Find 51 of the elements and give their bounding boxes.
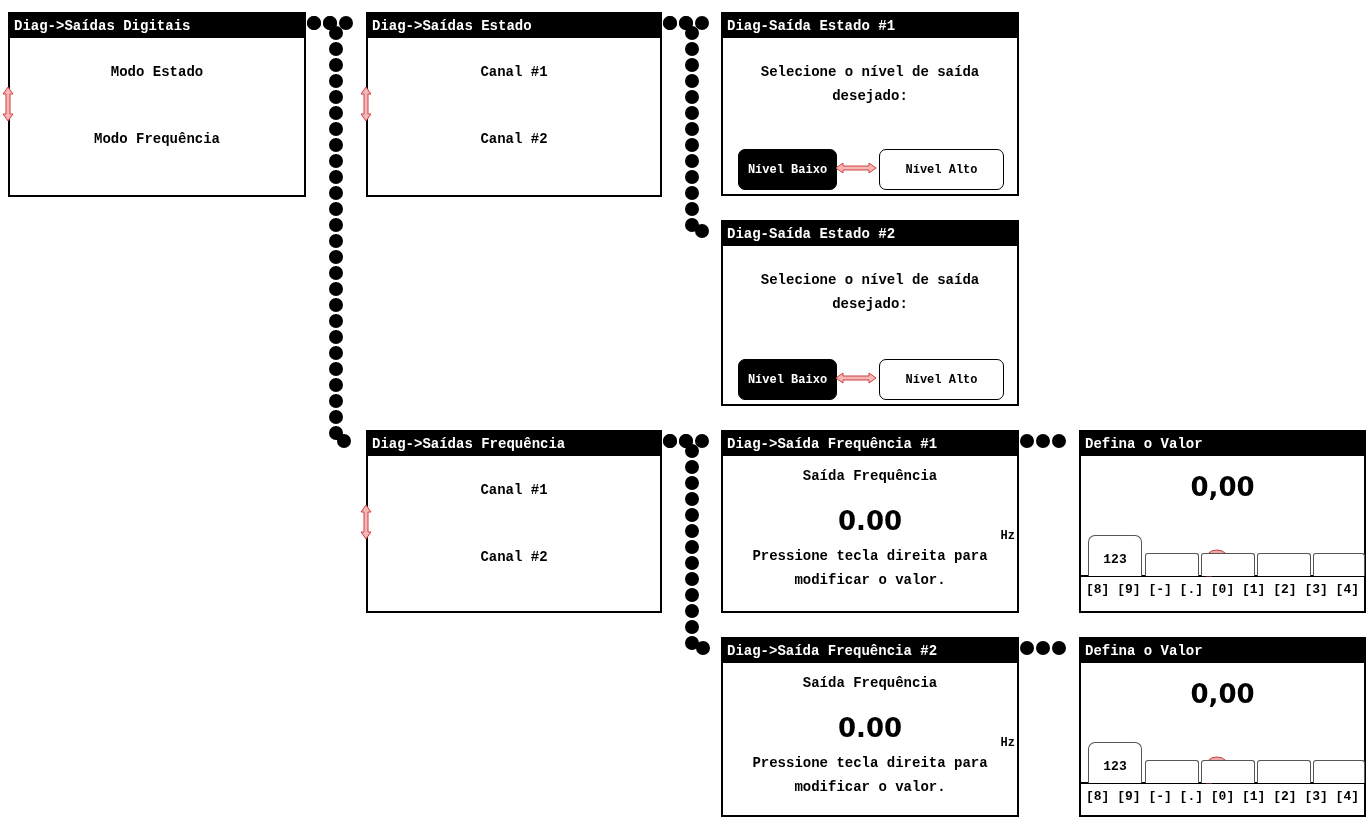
screen-title: Defina o Valor (1081, 639, 1364, 663)
prompt-text: Selecione o nível de saída desejado: (759, 271, 981, 314)
screen-panel (721, 637, 1019, 817)
keypad-tab (1201, 760, 1255, 783)
value-readout: 0,00 (1189, 679, 1256, 709)
screen-title: Diag->Saídas Estado (368, 14, 660, 38)
screen-title: Diag->Saída Frequência #2 (723, 639, 1017, 663)
screen-panel (1079, 430, 1366, 613)
keypad-tab (1313, 553, 1365, 576)
menu-option: Modo Estado (10, 60, 304, 84)
value-readout: 0,00 (1189, 472, 1256, 502)
unit-label: Hz (1000, 528, 1015, 545)
menu-option: Canal #2 (368, 127, 660, 151)
screen-panel (1079, 637, 1366, 817)
selected-option-button: Nível Baixo (738, 149, 837, 190)
screen-title: Diag->Saídas Digitais (10, 14, 304, 38)
keypad-tab: 123 (1088, 535, 1142, 576)
keypad-tab (1313, 760, 1365, 783)
keypad-tab (1201, 553, 1255, 576)
instruction-text: Pressione tecla direita para modificar o valor. (751, 547, 989, 590)
option-button: Nível Alto (879, 149, 1004, 190)
screen-title: Diag->Saída Frequência #1 (723, 432, 1017, 456)
value-readout: 0.00 (836, 506, 904, 536)
value-caption: Saída Frequência (801, 674, 939, 693)
value-caption: Saída Frequência (801, 467, 939, 486)
screen-panel (721, 220, 1019, 406)
instruction-text: Pressione tecla direita para modificar o valor. (751, 754, 989, 797)
selected-option-button: Nível Baixo (738, 359, 837, 400)
double-arrow (835, 162, 877, 174)
menu-option: Canal #1 (368, 478, 660, 502)
option-button: Nível Alto (879, 359, 1004, 400)
keypad-tab: 123 (1088, 742, 1142, 783)
keypad-tab (1257, 760, 1311, 783)
screen-title: Defina o Valor (1081, 432, 1364, 456)
double-arrow (835, 372, 877, 384)
keypad-tab (1145, 760, 1199, 783)
keypad-row-text: [8] [9] [-] [.] [0] [1] [2] [3] [4] (1085, 581, 1360, 599)
screen-panel (721, 12, 1019, 196)
unit-label: Hz (1000, 735, 1015, 752)
menu-option: Canal #2 (368, 545, 660, 569)
keypad-tab (1145, 553, 1199, 576)
prompt-text: Selecione o nível de saída desejado: (759, 63, 981, 106)
menu-option: Canal #1 (368, 60, 660, 84)
screen-title: Diag->Saídas Frequência (368, 432, 660, 456)
keypad-row-text: [8] [9] [-] [.] [0] [1] [2] [3] [4] (1085, 788, 1360, 806)
keypad-tab (1257, 553, 1311, 576)
screen-title: Diag-Saída Estado #1 (723, 14, 1017, 38)
screen-title: Diag-Saída Estado #2 (723, 222, 1017, 246)
value-readout: 0.00 (836, 713, 904, 743)
menu-option: Modo Frequência (10, 127, 304, 151)
screen-panel (721, 430, 1019, 613)
